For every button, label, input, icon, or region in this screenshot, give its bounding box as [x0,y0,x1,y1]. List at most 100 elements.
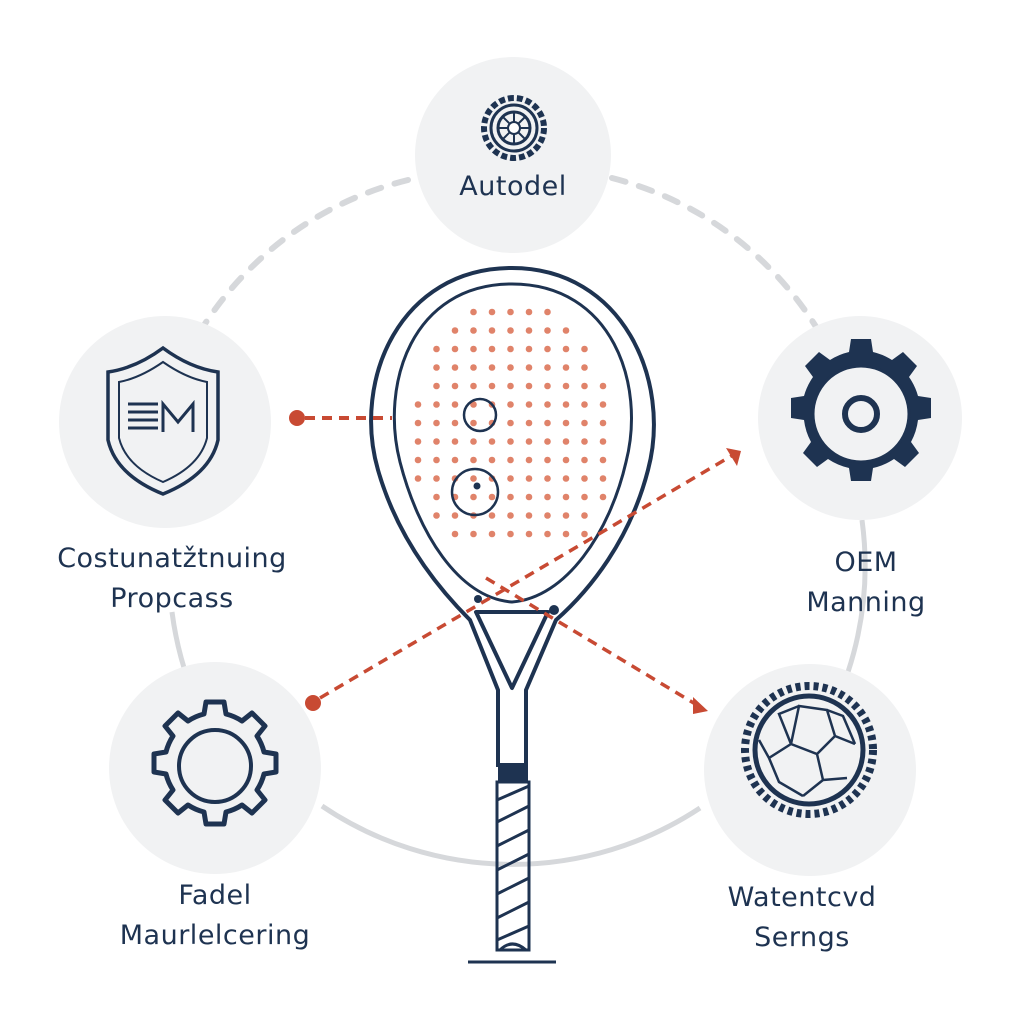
racket-hole [544,493,551,501]
racket-hole [562,345,570,353]
racket-hole [451,438,459,445]
racket-hole [433,512,440,519]
racket-hole [525,382,533,390]
racket-hole [507,512,514,519]
racket-hole [525,327,533,334]
racket-hole [562,382,570,390]
racket-hole [544,401,551,408]
racket-hole [525,345,533,353]
racket-hole [488,308,496,316]
racket-hole [451,401,459,408]
racket-hole [544,345,551,353]
racket-hole [581,401,588,408]
racket-hole [470,419,477,427]
racket-hole [433,419,440,427]
racket-hole [544,364,551,371]
racket-hole [470,438,477,445]
racket-hole [451,345,459,353]
racket-hole [488,345,496,353]
node-circle-bottom-left[interactable] [109,662,321,874]
racket-hole [470,327,477,334]
wheel-icon [741,682,877,818]
node-label-top: Autodel [459,171,567,202]
padel-racket-icon [369,265,656,964]
racket-hole [451,512,459,519]
racket-hole-pattern [414,308,607,538]
node-label-left: Costunatžtnuing Propcass [57,543,287,614]
racket-hole [488,512,496,519]
node-label-bottom-right: Watentcvd Serngs [727,882,877,953]
racket-hole [470,364,477,371]
racket-hole [451,456,459,464]
racket-hole [433,345,440,353]
racket-hole [562,364,570,371]
racket-hole [488,327,496,334]
racket-hole [488,382,496,390]
racket-hole [544,382,551,390]
racket-hole [507,493,514,501]
racket-hole [433,382,440,390]
racket-hole [581,438,588,445]
racket-hole [562,419,570,427]
racket-hole [544,308,551,316]
racket-hole [599,493,607,501]
racket-hole [562,512,570,519]
racket-hole [451,530,459,538]
racket-hole [581,475,588,482]
racket-hole [581,530,588,538]
racket-hole [488,364,496,371]
racket-hole [507,475,514,482]
node-label-right: OEM Manning [806,547,926,618]
racket-hole [507,308,514,316]
racket-hole [525,438,533,445]
racket-hole [488,438,496,445]
racket-hole [470,475,477,482]
racket-hole [451,327,459,334]
racket-hole [507,401,514,408]
racket-hole [414,419,422,427]
racket-hole [525,456,533,464]
sweet-spot-marker [450,397,500,517]
racket-hole [507,530,514,538]
racket-hole [470,345,477,353]
racket-hole [433,364,440,371]
racket-hole [414,438,422,445]
racket-hole [525,308,533,316]
racket-hole [433,475,440,482]
racket-hole [581,456,588,464]
racket-hole [562,401,570,408]
node-circle-left[interactable] [59,316,271,528]
racket-hole [525,419,533,427]
racket-hole [525,530,533,538]
racket-hole [599,419,607,427]
racket-hole [488,530,496,538]
racket-hole [470,401,477,408]
racket-hole [581,512,588,519]
racket-hole [562,493,570,501]
gear-icon [151,699,279,827]
racket-hole [562,438,570,445]
racket-hole [581,419,588,427]
racket-hole [544,475,551,482]
racket-hole [562,530,570,538]
racket-hole [507,364,514,371]
racket-hole [507,345,514,353]
wheel-icon [481,95,547,161]
racket-hole [470,308,477,316]
racket-hole [507,438,514,445]
racket-hole [599,438,607,445]
shield-icon [106,345,220,496]
racket-hole [562,475,570,482]
racket-hole [507,419,514,427]
racket-hole [451,419,459,427]
racket-hole [581,364,588,371]
racket-hole [525,512,533,519]
racket-hole [488,493,496,501]
racket-hole [507,382,514,390]
racket-hole [451,382,459,390]
racket-hole [525,364,533,371]
racket-hole [507,456,514,464]
node-label-bottom-left: Fadel Maurlelcering [119,880,311,951]
gear-icon [791,339,931,481]
